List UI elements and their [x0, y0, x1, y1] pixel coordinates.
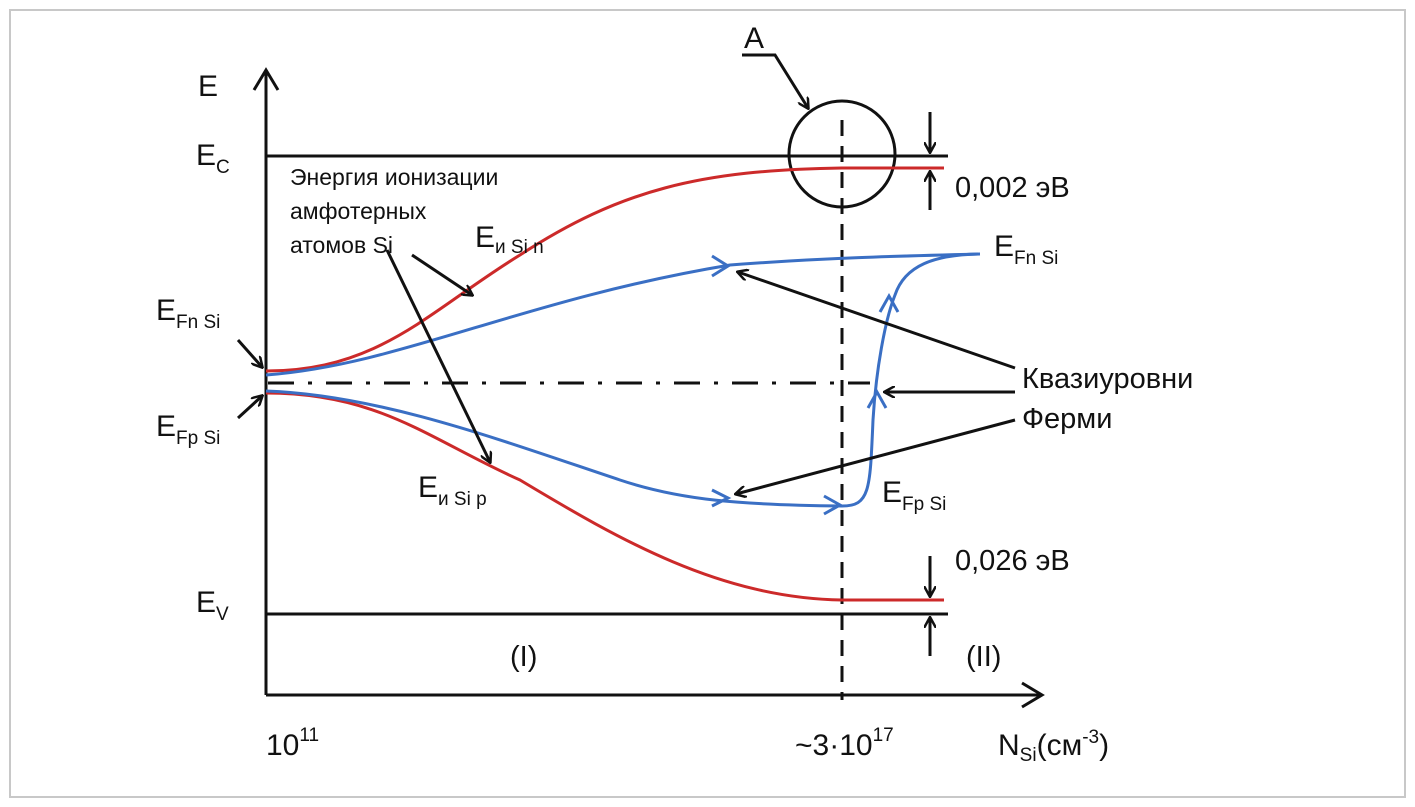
ionization-p-arrow [385, 249, 490, 462]
ionization-curve-p [265, 391, 944, 602]
axes [252, 67, 1045, 709]
fermi-direction-chevrons [711, 254, 900, 516]
x-axis-arrowhead [1021, 681, 1045, 709]
quasi-arrow-upper [738, 272, 1016, 370]
ionization-note-line-2: амфотерных [290, 198, 427, 224]
chevron-lower [711, 488, 732, 508]
efp-left-arrow [236, 396, 262, 420]
efn-right-label: EFn Si [994, 230, 1058, 269]
x-tick-critical: ~3·1017 [795, 725, 894, 762]
ei-n-label: Eи Si n [475, 221, 544, 258]
quasi-fermi-n-curve [265, 252, 981, 377]
region-2-label: (II) [966, 641, 1001, 673]
efn-left-arrow [236, 339, 262, 367]
figure-frame [9, 9, 1406, 798]
chevron-upper [711, 254, 731, 278]
ionization-curve-n [265, 166, 944, 373]
x-tick-min: 1011 [266, 725, 319, 762]
quasi-arrow-lower [736, 418, 1016, 494]
a-label-arrow [742, 53, 808, 108]
gap-top-label: 0,002 эВ [955, 172, 1070, 204]
pointer-arrows [236, 53, 1016, 656]
ionization-note-line-1: Энергия ионизации [290, 164, 498, 190]
point-a-label: A [744, 22, 764, 55]
x-axis-label: NSi(см-3) [998, 727, 1109, 766]
efp-right-label: EFp Si [882, 476, 946, 515]
efp-left-label: EFp Si [156, 410, 220, 449]
gap-bottom-label: 0,026 эВ [955, 545, 1070, 577]
chevron-rise-2 [878, 292, 900, 313]
chevron-lower-mid [823, 494, 844, 516]
quasi-fermi-label-line-1: Квазиуровни [1022, 363, 1193, 395]
quasi-fermi-label-line-2: Ферми [1022, 403, 1112, 435]
region-1-label: (I) [510, 641, 537, 673]
chevron-rise-1 [866, 388, 888, 409]
efn-left-label: EFn Si [156, 294, 220, 333]
quasi-fermi-p-curve [265, 252, 979, 508]
ei-p-label: Eи Si p [418, 471, 487, 510]
ionization-note-line-3: атомов Si [290, 232, 393, 258]
ec-label: EC [196, 139, 230, 178]
ev-label: EV [196, 586, 229, 625]
y-axis-arrowhead [252, 67, 280, 91]
point-a-circle [787, 99, 897, 209]
y-axis-label: E [198, 70, 218, 103]
ionization-n-arrow [411, 253, 472, 295]
